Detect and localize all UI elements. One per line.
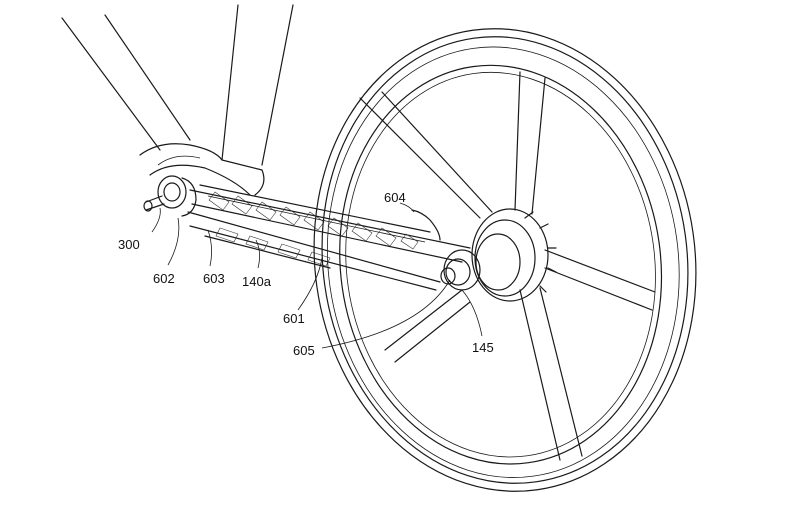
ref-label-300: 300 — [118, 237, 140, 252]
leader-300 — [151, 207, 161, 233]
leader-602 — [167, 217, 180, 266]
ref-label-602: 602 — [153, 271, 175, 286]
leader-145 — [461, 289, 483, 337]
ref-label-603: 603 — [203, 271, 225, 286]
ref-label-605: 605 — [293, 343, 315, 358]
frame-tubes — [61, 4, 294, 196]
ref-label-601: 601 — [283, 311, 305, 326]
cable-604 — [411, 209, 441, 241]
left-axle-end — [143, 175, 197, 217]
ref-label-604: 604 — [384, 190, 406, 205]
swing-arm — [187, 184, 471, 291]
wheel — [313, 28, 697, 492]
ref-label-145: 145 — [472, 340, 494, 355]
leader-lines — [151, 202, 483, 349]
wheel-spokes — [359, 71, 656, 461]
leader-605 — [321, 279, 451, 349]
wheel-hub — [440, 208, 557, 302]
leader-603 — [207, 229, 212, 267]
ref-label-140a: 140a — [242, 274, 272, 289]
leader-604 — [399, 202, 415, 213]
leader-601 — [297, 257, 323, 311]
leader-140a — [255, 239, 260, 269]
